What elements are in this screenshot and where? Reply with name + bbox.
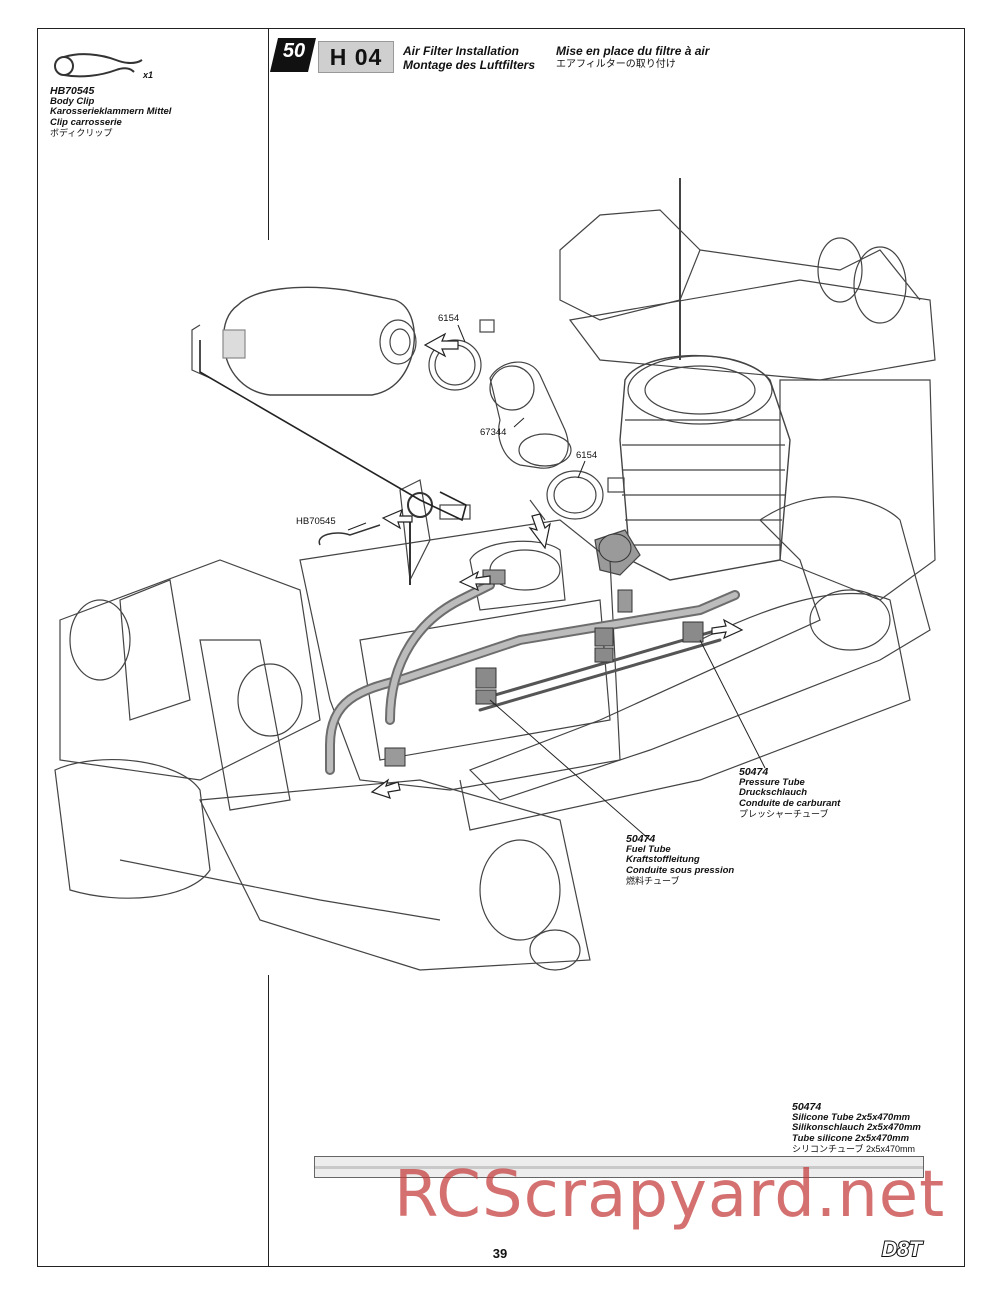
title-fr-ja: Mise en place du filtre à air エアフィルターの取り… [556,44,709,72]
title-fr: Mise en place du filtre à air [556,44,710,58]
fuel-tube-name-ja: 燃料チューブ [626,876,680,887]
fuel-tube-part-no: 50474 [626,833,656,845]
pressure-tube-name-fr: Conduite de carburant [739,797,841,809]
title-en-de: Air Filter Installation Montage des Luft… [403,44,535,72]
watermark: RCScrapyard.net [394,1158,946,1232]
parts-name-ja: ボディクリップ [50,128,113,139]
parts-qty: x1 [143,70,154,80]
divider-top [268,28,269,240]
step-code: H 04 [318,41,394,73]
silicone-tube-name-ja: シリコンチューブ 2x5x470mm [792,1144,915,1155]
pressure-tube-label: 50474 Pressure Tube Druckschlauch Condui… [739,767,840,820]
callout-clamp-mid: 6154 [576,450,598,461]
step-number: 50 [282,40,306,62]
body-clip-icon [54,53,143,78]
parts-box-label: HB70545 Body Clip Karosserieklammern Mit… [50,86,171,139]
callout-clamp-top: 6154 [438,313,460,324]
parts-part-no: HB70545 [50,85,95,97]
brand-text: D8T [882,1238,924,1260]
pressure-tube-name-ja: プレッシャーチューブ [739,809,829,820]
title-ja: エアフィルターの取り付け [556,59,676,70]
callout-body-clip: HB70545 [296,516,336,527]
silicone-tube-label: 50474 Silicone Tube 2x5x470mm Silikonsch… [792,1102,921,1155]
step-badge [270,38,316,72]
divider-bottom [268,975,269,1267]
parts-name-fr: Clip carrosserie [50,116,122,128]
title-de: Montage des Luftfilters [403,58,536,72]
pressure-tube-name-en: Pressure Tube [739,776,805,788]
page-frame [37,28,965,1267]
pressure-tube-part-no: 50474 [739,766,769,778]
fuel-tube-name-en: Fuel Tube [626,843,671,855]
page-number: 39 [492,1246,508,1261]
fuel-tube-name-de: Kraftstoffleitung [626,854,700,866]
silicone-tube-name-fr: Tube silicone 2x5x470mm [792,1132,910,1144]
brand-logo: D8T [881,1237,925,1260]
parts-name-en: Body Clip [50,95,95,107]
title-en: Air Filter Installation [403,44,520,58]
callout-elbow: 67344 [480,427,507,438]
fuel-tube-label: 50474 Fuel Tube Kraftstoffleitung Condui… [626,834,734,887]
silicone-tube-part-no: 50474 [792,1101,822,1113]
silicone-tube-actual-size [314,1156,924,1178]
silicone-tube-name-en: Silicone Tube 2x5x470mm [792,1111,911,1123]
silicone-tube-name-de: Silikonschlauch 2x5x470mm [792,1122,921,1134]
pressure-tube-name-de: Druckschlauch [739,787,808,799]
parts-name-de: Karosserieklammern Mittel [50,106,172,118]
fuel-tube-name-fr: Conduite sous pression [626,864,735,876]
